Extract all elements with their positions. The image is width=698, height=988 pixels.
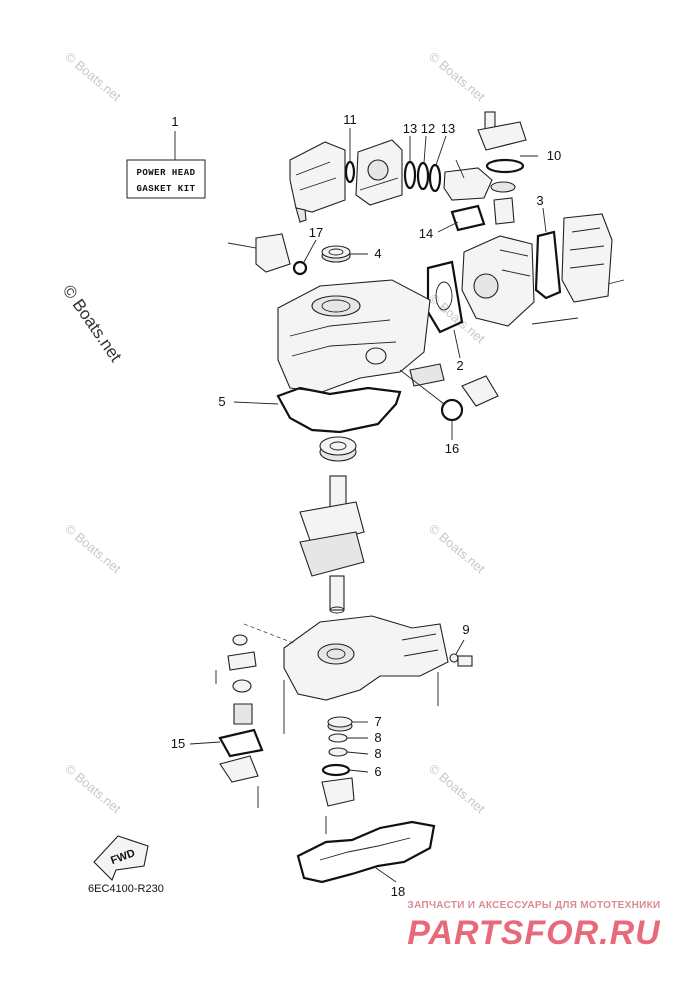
intake-manifold xyxy=(443,159,493,201)
thermostat-assembly xyxy=(477,111,527,225)
callout-8-bottom: 8 xyxy=(374,746,381,761)
callout-18: 18 xyxy=(391,884,405,899)
callout-14: 14 xyxy=(419,226,433,241)
gasket-14 xyxy=(450,204,486,232)
callout-10: 10 xyxy=(547,148,561,163)
watermark-tile: © Boats.net xyxy=(426,49,488,105)
kit-label-line1: POWER HEAD xyxy=(136,168,195,178)
callout-17: 17 xyxy=(309,225,323,240)
callout-4: 4 xyxy=(374,246,381,261)
callout-12: 12 xyxy=(421,121,435,136)
callout-13-left: 13 xyxy=(403,121,417,136)
callout-11: 11 xyxy=(343,112,357,127)
diagram-code: 6EC4100-R230 xyxy=(88,883,164,895)
o-ring-16 xyxy=(440,398,464,422)
side-watermark: © Boats.net xyxy=(59,281,126,365)
carburetor-gaskets xyxy=(403,160,442,193)
callout-8-top: 8 xyxy=(374,730,381,745)
fwd-arrow: FWD xyxy=(93,835,149,881)
callout-13-right: 13 xyxy=(441,121,455,136)
watermark-tile: © Boats.net xyxy=(62,761,124,817)
gasket-15 xyxy=(218,728,264,758)
kit-label-line2: GASKET KIT xyxy=(136,184,195,194)
gasket-11 xyxy=(344,160,356,184)
watermark-tile: © Boats.net xyxy=(62,521,124,577)
partsfor-branding: ЗАПЧАСТИ И АКСЕССУАРЫ ДЛЯ МОТОТЕХНИКИ PA… xyxy=(407,900,661,952)
brand-logo: PARTSFOR.RU xyxy=(407,914,661,952)
oil-seals-lower xyxy=(321,716,355,834)
brand-tagline: ЗАПЧАСТИ И АКСЕССУАРЫ ДЛЯ МОТОТЕХНИКИ xyxy=(408,900,661,911)
watermark-tile: © Boats.net xyxy=(426,761,488,817)
gasket-3 xyxy=(534,230,562,300)
callout-15: 15 xyxy=(171,736,185,751)
fuel-pump xyxy=(227,233,308,276)
intake-silencer xyxy=(289,141,346,223)
o-ring-17 xyxy=(292,260,308,276)
callout-3: 3 xyxy=(536,193,543,208)
carburetor xyxy=(344,139,403,206)
bolt-9 xyxy=(449,653,473,667)
callout-2: 2 xyxy=(456,358,463,373)
callout-6: 6 xyxy=(374,764,381,779)
gasket-kit-box: POWER HEAD GASKET KIT xyxy=(126,131,206,199)
gasket-18 xyxy=(296,820,436,884)
crankcase xyxy=(243,615,449,734)
gasket-5 xyxy=(276,386,402,434)
cylinder-head-cover xyxy=(561,213,625,303)
callout-16: 16 xyxy=(445,441,459,456)
cylinder-head xyxy=(461,235,579,327)
callout-1: 1 xyxy=(171,114,178,129)
callouts: 1 11 13 12 13 10 3 14 17 4 2 5 16 9 7 8 … xyxy=(171,112,561,899)
callout-9: 9 xyxy=(462,622,469,637)
callout-5: 5 xyxy=(218,394,225,409)
oil-seal-upper xyxy=(321,245,351,263)
callout-7: 7 xyxy=(374,714,381,729)
oil-pump-parts xyxy=(215,634,264,808)
watermark-tile: © Boats.net xyxy=(62,49,124,105)
cylinder-block xyxy=(277,279,445,393)
watermark-tile: © Boats.net xyxy=(426,521,488,577)
bearing xyxy=(319,436,357,462)
crankshaft xyxy=(299,475,365,614)
